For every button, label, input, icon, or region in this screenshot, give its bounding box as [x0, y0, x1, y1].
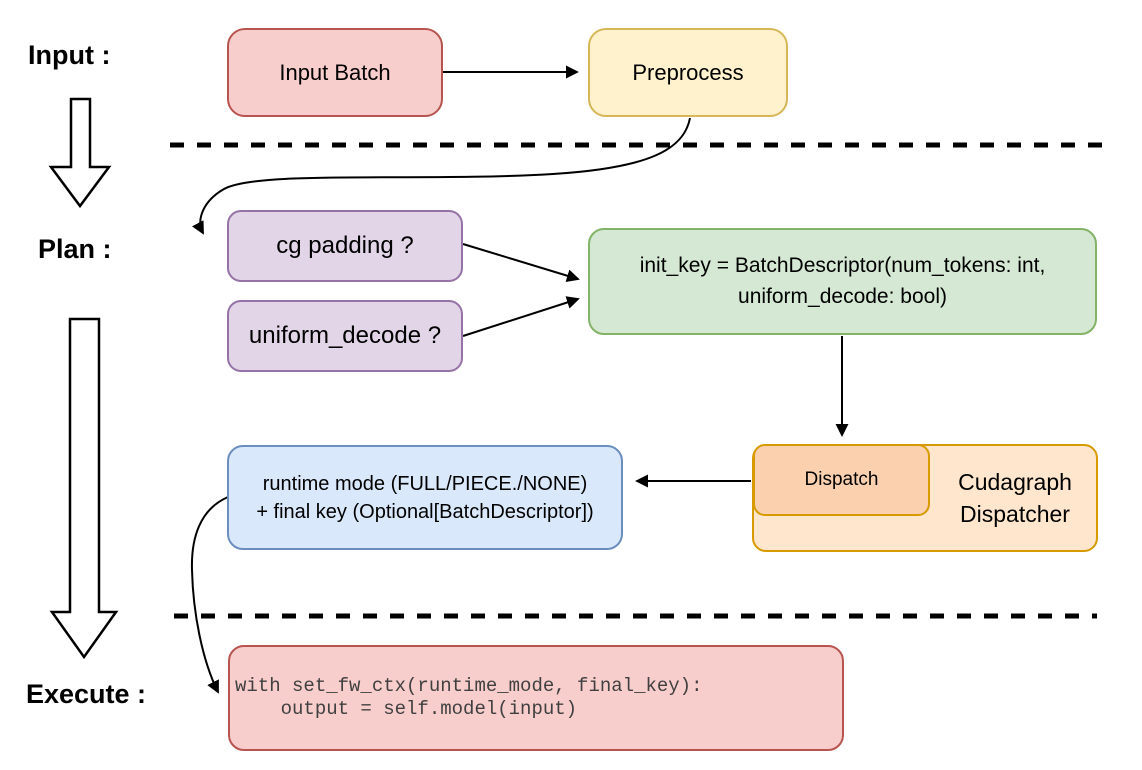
- node-preprocess: Preprocess: [588, 28, 788, 117]
- edge-uniformdecode-to-initkey: [462, 296, 580, 337]
- edge-runtime-to-execute: [190, 496, 229, 694]
- node-input-batch-label: Input Batch: [279, 59, 391, 85]
- node-input-batch: Input Batch: [227, 28, 443, 117]
- execute-code-line1: with set_fw_ctx(runtime_mode, final_key)…: [235, 674, 703, 697]
- node-runtime-mode-result: runtime mode (FULL/PIECE./NONE) + final …: [227, 445, 623, 550]
- node-uniform-decode-label: uniform_decode ?: [248, 321, 442, 349]
- node-execute-code: with set_fw_ctx(runtime_mode, final_key)…: [228, 645, 844, 751]
- node-init-key-line2: uniform_decode: bool): [738, 284, 947, 308]
- execute-code-line2: output = self.model(input): [235, 698, 578, 720]
- edge-preprocess-to-cgpadding: [192, 117, 691, 235]
- cudagraph-dispatcher-line2: Dispatcher: [960, 501, 1070, 527]
- node-uniform-decode: uniform_decode ?: [227, 300, 463, 372]
- node-init-key-line1: init_key = BatchDescriptor(num_tokens: i…: [639, 254, 1046, 278]
- node-cg-padding-label: cg padding ?: [276, 231, 414, 259]
- node-cg-padding: cg padding ?: [227, 210, 463, 282]
- cudagraph-dispatcher-label: Cudagraph Dispatcher: [935, 444, 1095, 552]
- node-preprocess-label: Preprocess: [632, 59, 744, 85]
- node-dispatch-label: Dispatch: [804, 469, 879, 491]
- edge-cgpadding-to-initkey: [462, 243, 580, 283]
- node-runtime-line1: runtime mode (FULL/PIECE./NONE): [262, 472, 588, 495]
- node-init-key: init_key = BatchDescriptor(num_tokens: i…: [588, 228, 1097, 335]
- section-label-execute: Execute :: [26, 679, 147, 709]
- cudagraph-dispatcher-line1: Cudagraph: [958, 468, 1072, 495]
- block-arrow-plan-to-execute: [49, 317, 119, 660]
- node-dispatch: Dispatch: [753, 444, 930, 516]
- node-runtime-line2: + final key (Optional[BatchDescriptor]): [256, 500, 594, 523]
- block-arrow-input-to-plan: [48, 97, 112, 209]
- section-label-plan: Plan :: [38, 234, 112, 264]
- section-label-input: Input :: [28, 40, 111, 70]
